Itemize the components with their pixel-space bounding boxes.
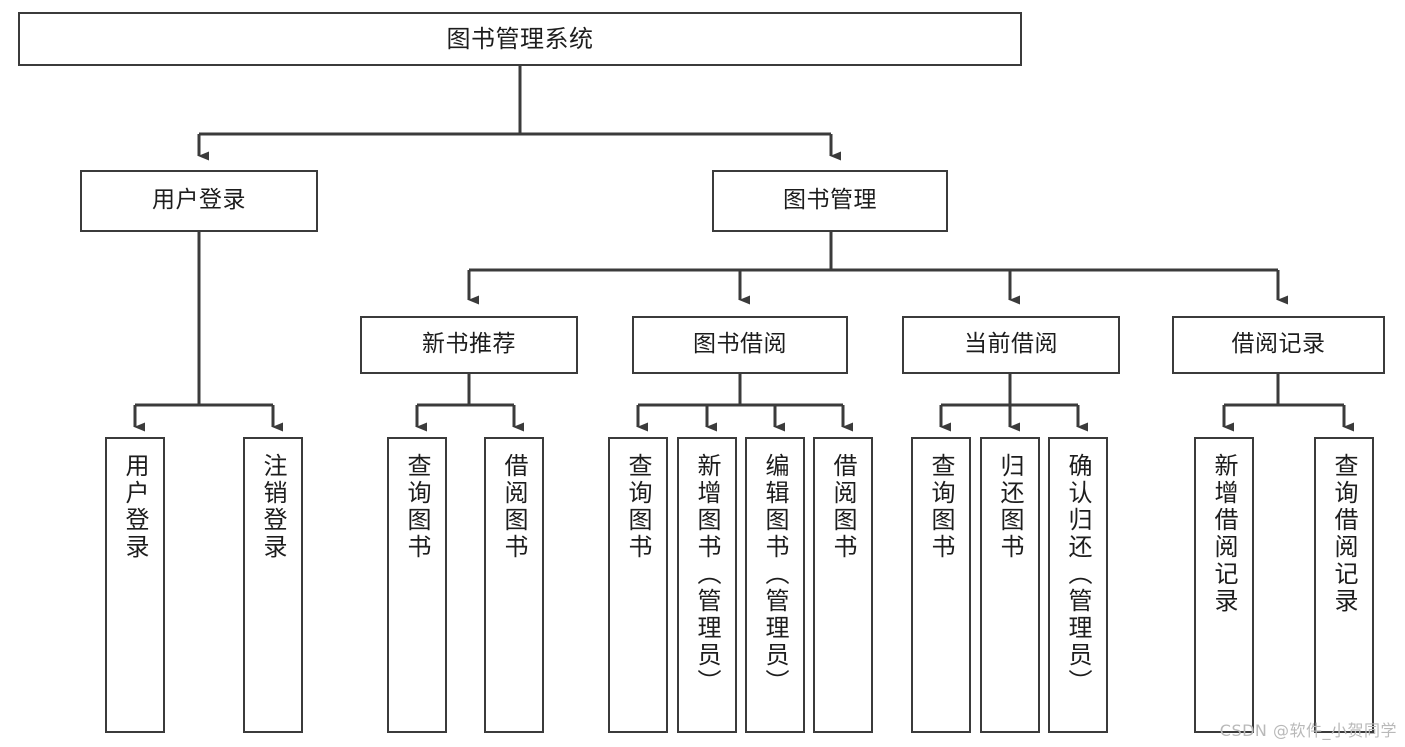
node-user-login[interactable]: 用户登录 [80,170,318,232]
node-label: 图书管理 [783,187,877,214]
node-leaf-user-login[interactable]: 用户登录 [105,437,165,733]
node-label: 新书推荐 [422,331,516,358]
node-current-borrow[interactable]: 当前借阅 [902,316,1120,374]
node-leaf-add-book[interactable]: 新增图书（管理员） [677,437,737,733]
node-borrow-record[interactable]: 借阅记录 [1172,316,1385,374]
node-label: 查询图书 [927,453,955,561]
node-label: 确认归还（管理员） [1064,453,1092,696]
node-leaf-return-book[interactable]: 归还图书 [980,437,1040,733]
node-label: 注销登录 [259,453,287,561]
node-label: 查询图书 [624,453,652,561]
node-leaf-query-record[interactable]: 查询借阅记录 [1314,437,1374,733]
node-label: 新增借阅记录 [1210,453,1238,615]
node-label: 用户登录 [121,453,149,561]
node-book-borrow[interactable]: 图书借阅 [632,316,848,374]
node-label: 归还图书 [996,453,1024,561]
node-leaf-logout[interactable]: 注销登录 [243,437,303,733]
node-label: 编辑图书（管理员） [761,453,789,696]
node-leaf-query-book-2[interactable]: 查询图书 [608,437,668,733]
node-label: 借阅图书 [500,453,528,561]
node-leaf-query-book-1[interactable]: 查询图书 [387,437,447,733]
node-root-system[interactable]: 图书管理系统 [18,12,1022,66]
node-leaf-borrow-book-1[interactable]: 借阅图书 [484,437,544,733]
node-leaf-borrow-book-2[interactable]: 借阅图书 [813,437,873,733]
node-label: 新增图书（管理员） [693,453,721,696]
node-leaf-confirm-return[interactable]: 确认归还（管理员） [1048,437,1108,733]
node-label: 查询借阅记录 [1330,453,1358,615]
node-leaf-add-record[interactable]: 新增借阅记录 [1194,437,1254,733]
node-label: 借阅记录 [1231,331,1326,358]
node-new-book-recommend[interactable]: 新书推荐 [360,316,578,374]
node-label: 当前借阅 [964,331,1058,358]
watermark-text: CSDN @软件_小贺同学 [1219,721,1397,740]
node-leaf-edit-book[interactable]: 编辑图书（管理员） [745,437,805,733]
node-label: 图书借阅 [693,331,787,358]
node-label: 查询图书 [403,453,431,561]
node-book-manage[interactable]: 图书管理 [712,170,948,232]
node-leaf-query-book-3[interactable]: 查询图书 [911,437,971,733]
node-label: 图书管理系统 [446,24,594,53]
node-label: 用户登录 [152,187,246,214]
node-label: 借阅图书 [829,453,857,561]
